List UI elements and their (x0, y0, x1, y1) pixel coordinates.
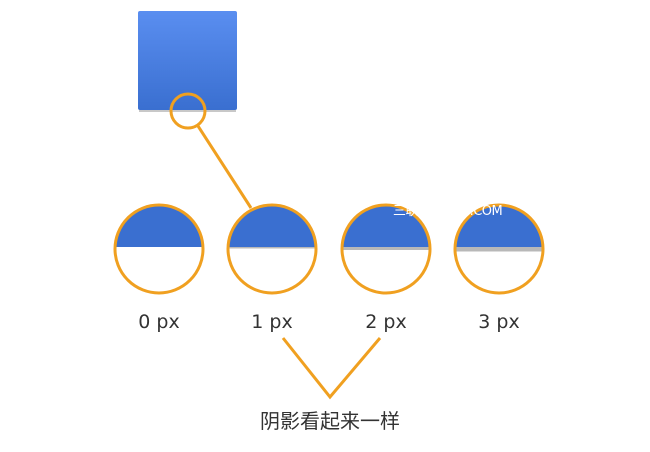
label-3px: 3 px (478, 311, 520, 333)
shadow-band (342, 247, 430, 250)
connector-line (196, 125, 253, 209)
label-1px: 1 px (251, 311, 293, 333)
blue-area (228, 205, 316, 247)
blue-area (115, 205, 203, 247)
shadow-band (455, 247, 543, 252)
caption: 阴影看起来一样 (260, 409, 400, 433)
square-shadow (139, 110, 236, 112)
zoom-ring (226, 203, 318, 295)
zoom-ring (453, 203, 545, 295)
label-2px: 2 px (365, 311, 407, 333)
caption-pointer (281, 337, 382, 400)
zoom-ring (113, 203, 205, 295)
watermark: 三联网 3LIAN.COM (393, 204, 503, 219)
blue-square (138, 11, 237, 110)
magnifier-circle (169, 92, 207, 130)
shadow-band (228, 247, 316, 249)
label-0px: 0 px (138, 311, 180, 333)
zoom-ring (340, 203, 432, 295)
